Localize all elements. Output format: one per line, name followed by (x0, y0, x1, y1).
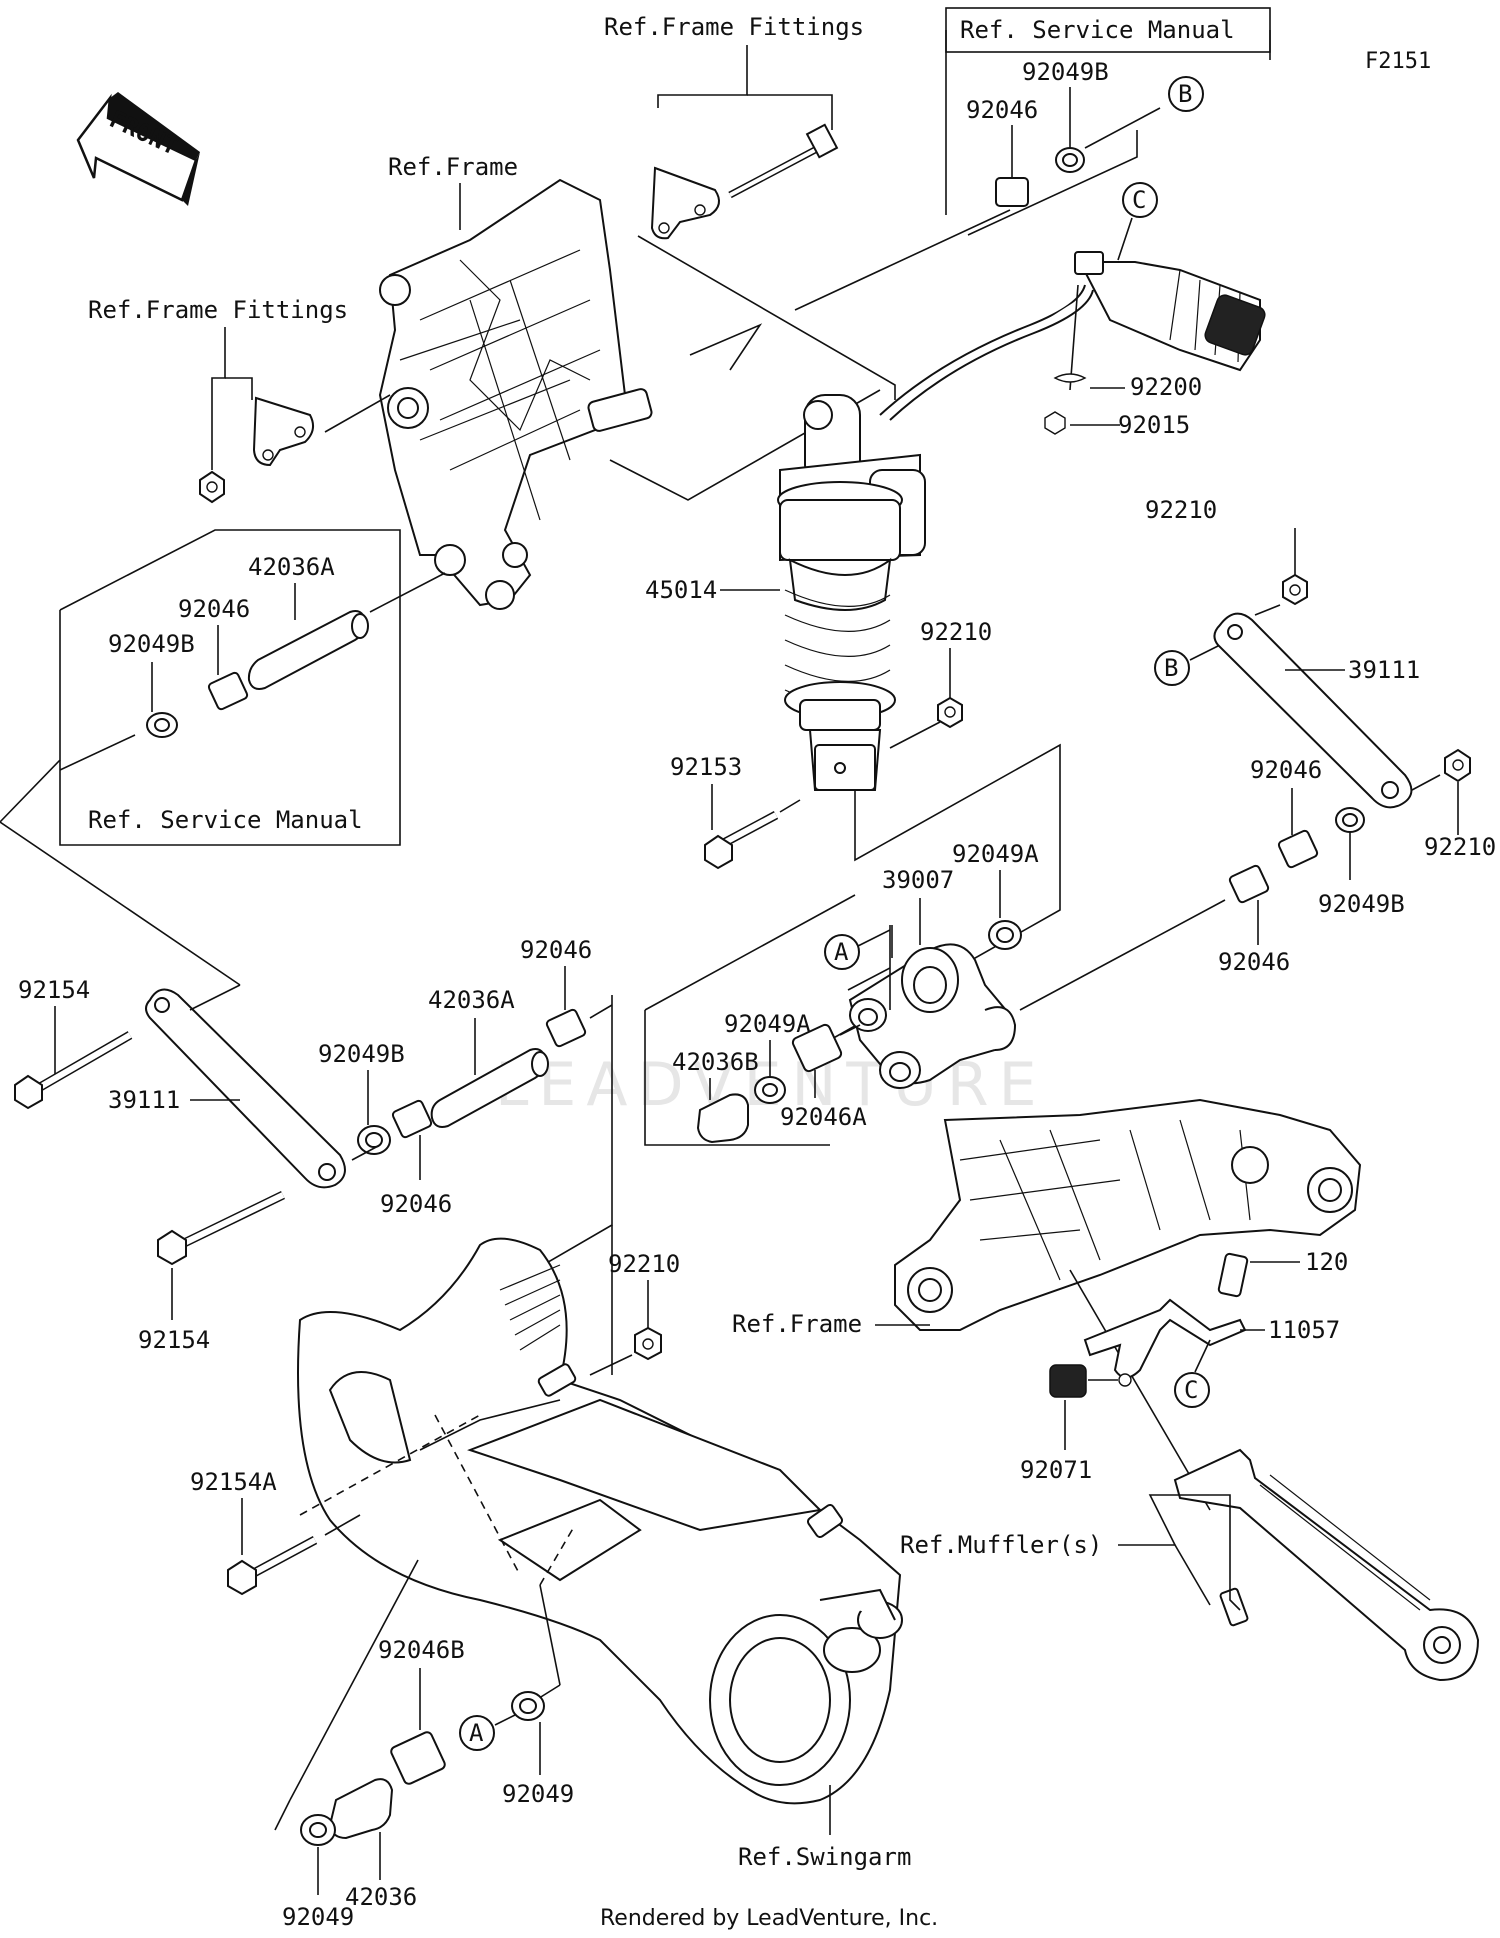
label-92046-low-b: 92046 (520, 936, 592, 964)
shock-reservoir (1074, 251, 1266, 372)
grommet-92071 (1049, 1364, 1087, 1398)
label-39007: 39007 (882, 866, 954, 894)
label-39111-right: 39111 (1348, 656, 1420, 684)
callout-c-lower (1174, 1372, 1210, 1408)
label-92046-top: 92046 (966, 96, 1038, 124)
bearing-92046-left (207, 671, 249, 711)
o-ring-92200 (1053, 373, 1087, 383)
ref-service-manual-top: Ref. Service Manual (960, 16, 1235, 44)
bearing-92046-right (1277, 829, 1319, 869)
ref-frame-lower: Ref.Frame (732, 1310, 862, 1338)
bolt-92154-low (157, 1229, 187, 1266)
label-92046a: 92046A (780, 1103, 867, 1131)
label-92154-top: 92154 (18, 976, 90, 1004)
bearing-92046b (390, 1731, 446, 1785)
label-92049b-left: 92049B (108, 630, 195, 658)
label-92049a-mid: 92049A (724, 1010, 811, 1038)
ref-frame-fittings-top: Ref.Frame Fittings (604, 13, 864, 41)
label-92049-right: 92049 (502, 1780, 574, 1808)
svg-text:B: B (1178, 80, 1192, 108)
ref-frame-fittings-left: Ref.Frame Fittings (88, 296, 348, 324)
callout-a-rocker (824, 934, 860, 970)
label-120: 120 (1305, 1248, 1348, 1276)
ref-swingarm: Ref.Swingarm (738, 1843, 911, 1871)
svg-text:C: C (1184, 1376, 1198, 1404)
collar-42036b (696, 1093, 749, 1144)
svg-text:B: B (1164, 654, 1178, 682)
bolt-92154a (227, 1559, 257, 1596)
label-42036b: 42036B (672, 1048, 759, 1076)
label-92046-right-low: 92046 (1218, 948, 1290, 976)
callout-b-top (1168, 76, 1204, 112)
bolt-92153 (704, 834, 733, 870)
label-92210-low: 92210 (608, 1250, 680, 1278)
label-92049b-right: 92049B (1318, 890, 1405, 918)
label-92154-low: 92154 (138, 1326, 210, 1354)
label-45014: 45014 (645, 576, 717, 604)
label-39111-left: 39111 (108, 1086, 180, 1114)
collar-42036a-left (247, 610, 367, 690)
ref-frame-upper: Ref.Frame (388, 153, 518, 181)
ref-service-manual-left: Ref. Service Manual (88, 806, 363, 834)
callout-c-top (1122, 182, 1158, 218)
callout-b-right (1154, 650, 1190, 686)
label-92049b-top: 92049B (1022, 58, 1109, 86)
label-92154a: 92154A (190, 1468, 277, 1496)
bearing-92046a (791, 1023, 843, 1073)
footer-credit: Rendered by LeadVenture, Inc. (600, 1906, 938, 1931)
label-92046b: 92046B (378, 1636, 465, 1664)
swingarm (297, 1237, 903, 1805)
ref-mufflers: Ref.Muffler(s) (900, 1531, 1102, 1559)
label-92049-left: 92049 (282, 1903, 354, 1931)
label-92210-right: 92210 (1424, 833, 1496, 861)
muffler-bracket (1173, 1448, 1480, 1682)
muffler-bolt (1219, 1587, 1249, 1627)
label-92049b-low: 92049B (318, 1040, 405, 1068)
label-92046-low-a: 92046 (380, 1190, 452, 1218)
label-92015: 92015 (1118, 411, 1190, 439)
label-92200: 92200 (1130, 373, 1202, 401)
label-42036a-low: 42036A (428, 986, 515, 1014)
label-42036a-left: 42036A (248, 553, 335, 581)
svg-text:A: A (469, 1719, 484, 1747)
front-arrow-icon: FRONT (76, 92, 200, 206)
rocker-link-39111-left (145, 988, 346, 1189)
svg-text:A: A (834, 938, 849, 966)
frame-fitting-bracket-left (252, 396, 315, 467)
bearing-92046-right-low (1228, 864, 1270, 904)
label-92210-right-top: 92210 (1145, 496, 1217, 524)
upper-frame (378, 178, 653, 610)
bearing-92046-low-b (545, 1008, 587, 1048)
label-92046-left: 92046 (178, 595, 250, 623)
rear-shock-45014 (777, 284, 1094, 791)
callout-a-swingarm (459, 1715, 495, 1751)
label-11057: 11057 (1268, 1316, 1340, 1344)
svg-text:C: C (1132, 186, 1146, 214)
bolt-92154-top (14, 1074, 43, 1110)
figure-id: F2151 (1365, 49, 1431, 74)
label-42036: 42036 (345, 1883, 417, 1911)
rocker-link-39111-right (1213, 612, 1413, 809)
frame-fitting-bracket-top (650, 166, 720, 240)
bearing-92046-low-a (391, 1099, 433, 1139)
bolt-120 (1217, 1252, 1249, 1298)
label-92210-mid: 92210 (920, 618, 992, 646)
lower-frame (894, 1098, 1362, 1331)
collar-42036 (328, 1778, 394, 1840)
label-92046-right: 92046 (1250, 756, 1322, 784)
label-92153: 92153 (670, 753, 742, 781)
bolt-top (805, 123, 839, 159)
bearing-92046-top (995, 177, 1029, 207)
label-92071: 92071 (1020, 1456, 1092, 1484)
label-92049a-top: 92049A (952, 840, 1039, 868)
bracket-11057 (1083, 1298, 1247, 1379)
nut-92015 (1044, 411, 1066, 435)
